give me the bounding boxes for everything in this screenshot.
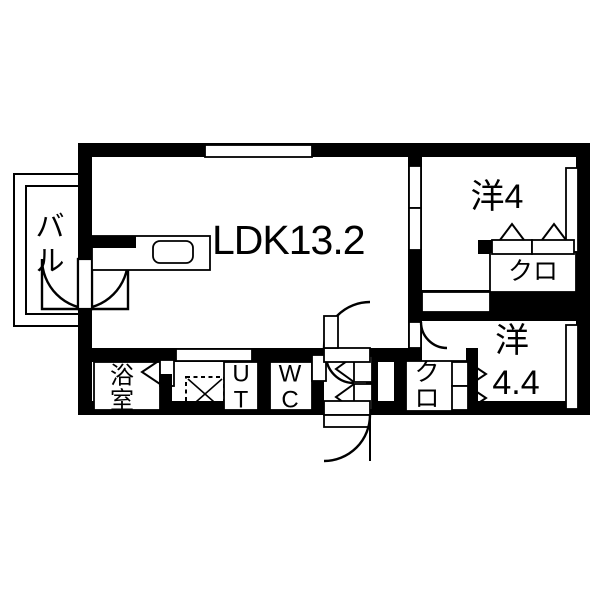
utility-body bbox=[223, 361, 259, 411]
label-toilet-line1: W bbox=[279, 360, 302, 387]
balcony-door[interactable] bbox=[40, 257, 130, 311]
ldk-hall-door-opening[interactable] bbox=[323, 347, 371, 363]
closet2-fold-arrow-lower bbox=[467, 385, 488, 411]
window-bath-top[interactable] bbox=[175, 348, 253, 362]
closet2-leaf-lower[interactable] bbox=[451, 385, 469, 411]
wall-ut-left bbox=[258, 348, 270, 415]
kitchen-sink-icon bbox=[152, 240, 194, 264]
closet2-fold-arrow-upper bbox=[467, 361, 488, 387]
closet1-door-leaf-left[interactable] bbox=[491, 239, 533, 255]
label-closet2-line2: ロ bbox=[414, 385, 439, 413]
closet2-leaf-upper[interactable] bbox=[451, 361, 469, 387]
ldk-hall-door-leaf[interactable] bbox=[323, 315, 339, 349]
label-closet1: クロ bbox=[508, 258, 558, 286]
label-bedroom2-line2: 4.4 bbox=[492, 364, 539, 402]
label-utility-line1: U bbox=[232, 360, 249, 387]
wall-hall-closet2 bbox=[394, 348, 406, 415]
closet1-fold-mark-left bbox=[499, 222, 525, 241]
sliding-door-bedroom1-upper[interactable] bbox=[408, 165, 422, 209]
bedroom2-door-opening[interactable] bbox=[408, 321, 422, 349]
bath-door-arrow bbox=[140, 359, 161, 385]
wc-door-leaf[interactable] bbox=[311, 354, 327, 382]
washer-space-cross bbox=[187, 378, 223, 410]
closet1-body bbox=[489, 251, 577, 293]
label-balcony-line1: バ bbox=[35, 212, 64, 244]
closet1-door-leaf-right[interactable] bbox=[531, 239, 575, 255]
toilet-body bbox=[269, 361, 313, 411]
label-balcony-line2: ル bbox=[35, 246, 64, 278]
balcony-door-jamb bbox=[76, 257, 94, 311]
window-right-bedroom2[interactable] bbox=[565, 324, 579, 410]
bathroom-body bbox=[93, 361, 161, 411]
label-toilet-line2: C bbox=[281, 386, 298, 413]
entrance-door-threshold bbox=[323, 414, 371, 428]
label-closet2-line1: ク bbox=[414, 359, 439, 387]
kitchen-counter-wall-edge bbox=[92, 236, 136, 248]
kitchen-counter-group bbox=[91, 235, 211, 271]
bedroom1-lower-recess bbox=[421, 291, 491, 313]
entrance-door-opening[interactable] bbox=[323, 400, 371, 416]
label-utility-line2: T bbox=[234, 386, 249, 413]
label-bedroom2-line1: 洋 bbox=[495, 322, 529, 360]
bedroom2-door-swing bbox=[419, 321, 448, 350]
washer-partition-nub bbox=[160, 374, 172, 402]
label-bath-line2: 室 bbox=[110, 387, 134, 414]
windows-group bbox=[175, 144, 579, 410]
room-labels-group: LDK13.2 バ ル 洋4 洋 4.4 クロ ク ロ 浴 室 U T W C bbox=[35, 178, 558, 414]
bedroom1-sliding-doors[interactable] bbox=[408, 165, 422, 251]
closet2-group bbox=[405, 360, 488, 412]
closet1-fold-mark-right bbox=[541, 222, 567, 241]
label-bedroom1: 洋4 bbox=[471, 178, 524, 216]
bedroom2-entry[interactable] bbox=[408, 321, 448, 350]
label-ldk: LDK13.2 bbox=[212, 217, 365, 263]
label-bath-line1: 浴 bbox=[110, 362, 134, 389]
window-top-ldk[interactable] bbox=[204, 144, 313, 158]
closet1-group bbox=[421, 222, 577, 313]
sliding-door-bedroom1-lower[interactable] bbox=[408, 207, 422, 251]
entrance-door-group[interactable] bbox=[323, 400, 372, 463]
